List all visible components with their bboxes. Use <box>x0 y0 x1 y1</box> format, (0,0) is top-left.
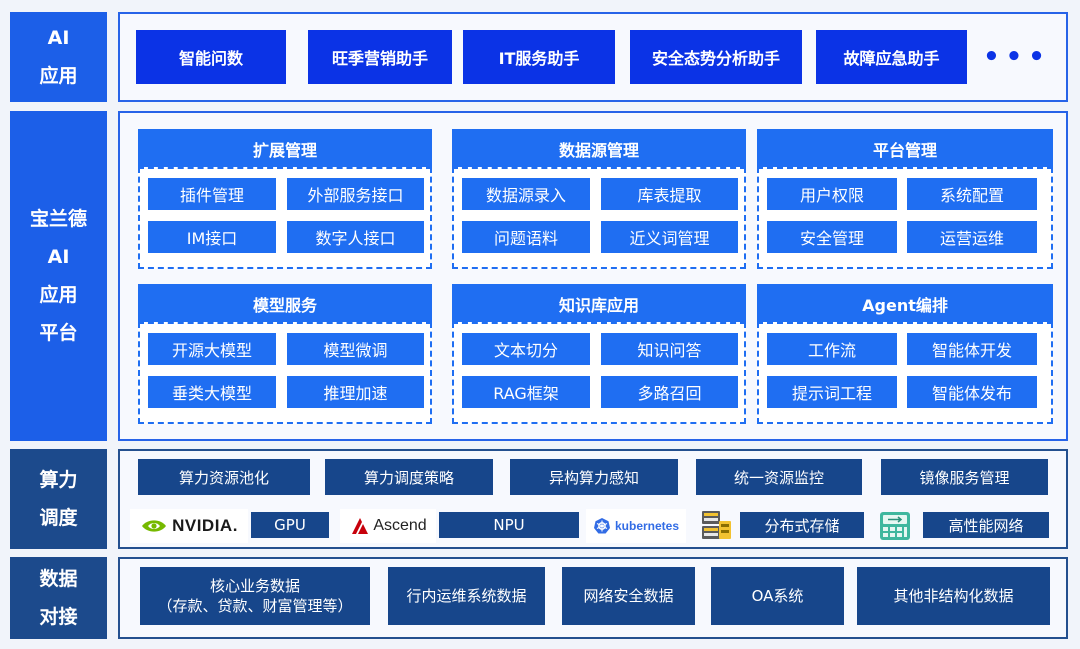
group-body: 用户权限 系统配置 安全管理 运营运维 <box>757 167 1053 269</box>
core-business-data[interactable]: 核心业务数据 （存款、贷款、财富管理等） <box>140 567 370 625</box>
group-item[interactable]: 数据源录入 <box>462 178 590 210</box>
group-platform-mgmt: 平台管理 用户权限 系统配置 安全管理 运营运维 <box>757 129 1053 269</box>
group-item[interactable]: 数字人接口 <box>287 221 424 253</box>
group-item[interactable]: 问题语料 <box>462 221 590 253</box>
group-knowledge: 知识库应用 文本切分 知识问答 RAG框架 多路召回 <box>452 284 746 424</box>
group-model: 模型服务 开源大模型 模型微调 垂类大模型 推理加速 <box>138 284 432 424</box>
group-item[interactable]: IM接口 <box>148 221 276 253</box>
group-item[interactable]: 近义词管理 <box>601 221 738 253</box>
group-item[interactable]: 知识问答 <box>601 333 738 365</box>
group-item[interactable]: 多路召回 <box>601 376 738 408</box>
compute-btn[interactable]: 镜像服务管理 <box>881 459 1048 495</box>
group-item[interactable]: 运营运维 <box>907 221 1037 253</box>
nvidia-eye-icon <box>142 520 167 532</box>
npu-badge[interactable]: NPU <box>439 512 579 538</box>
network-switch-icon <box>877 508 913 544</box>
network-badge[interactable]: 高性能网络 <box>923 512 1049 538</box>
data-source-btn[interactable]: 其他非结构化数据 <box>857 567 1050 625</box>
group-body: 文本切分 知识问答 RAG框架 多路召回 <box>452 322 746 424</box>
platform-label-line2: AI <box>47 246 70 268</box>
ai-app-label-line2: 应用 <box>39 65 78 87</box>
ai-app-panel: 智能问数 旺季营销助手 IT服务助手 安全态势分析助手 故障应急助手 ••• <box>118 12 1068 102</box>
platform-label: 宝兰德 AI 应用 平台 <box>10 111 107 441</box>
data-source-btn[interactable]: 网络安全数据 <box>562 567 695 625</box>
compute-btn[interactable]: 算力资源池化 <box>138 459 310 495</box>
group-item[interactable]: 开源大模型 <box>148 333 276 365</box>
data-label-line1: 数据 <box>39 568 78 590</box>
group-item[interactable]: 系统配置 <box>907 178 1037 210</box>
platform-panel: 扩展管理 插件管理 外部服务接口 IM接口 数字人接口 数据源管理 数据源录入 … <box>118 111 1068 441</box>
group-title: 平台管理 <box>757 129 1053 169</box>
core-data-line2: （存款、贷款、财富管理等） <box>157 597 353 615</box>
ascend-logo: Ascend <box>340 509 436 543</box>
nvidia-logo: NVIDIA. <box>130 509 248 543</box>
compute-label-line2: 调度 <box>39 507 78 529</box>
group-item[interactable]: 外部服务接口 <box>287 178 424 210</box>
group-item[interactable]: 工作流 <box>767 333 897 365</box>
group-item[interactable]: 智能体发布 <box>907 376 1037 408</box>
data-source-btn[interactable]: OA系统 <box>711 567 844 625</box>
core-data-line1: 核心业务数据 <box>209 577 300 595</box>
platform-label-line1: 宝兰德 <box>29 208 87 230</box>
group-item[interactable]: 垂类大模型 <box>148 376 276 408</box>
platform-label-line4: 平台 <box>39 322 78 344</box>
group-item[interactable]: 模型微调 <box>287 333 424 365</box>
ai-app-label-line1: AI <box>47 27 70 49</box>
group-item[interactable]: 推理加速 <box>287 376 424 408</box>
group-body: 插件管理 外部服务接口 IM接口 数字人接口 <box>138 167 432 269</box>
group-item[interactable]: RAG框架 <box>462 376 590 408</box>
compute-btn[interactable]: 算力调度策略 <box>325 459 493 495</box>
compute-btn[interactable]: 异构算力感知 <box>510 459 678 495</box>
group-extension: 扩展管理 插件管理 外部服务接口 IM接口 数字人接口 <box>138 129 432 269</box>
data-panel: 核心业务数据 （存款、贷款、财富管理等） 行内运维系统数据 网络安全数据 OA系… <box>118 557 1068 639</box>
compute-btn[interactable]: 统一资源监控 <box>696 459 862 495</box>
group-title: 模型服务 <box>138 284 432 324</box>
group-agent: Agent编排 工作流 智能体开发 提示词工程 智能体发布 <box>757 284 1053 424</box>
ascend-logo-text: Ascend <box>373 517 427 534</box>
group-body: 开源大模型 模型微调 垂类大模型 推理加速 <box>138 322 432 424</box>
group-item[interactable]: 用户权限 <box>767 178 897 210</box>
group-datasource: 数据源管理 数据源录入 库表提取 问题语料 近义词管理 <box>452 129 746 269</box>
app-btn-3[interactable]: IT服务助手 <box>463 30 615 84</box>
group-body: 数据源录入 库表提取 问题语料 近义词管理 <box>452 167 746 269</box>
app-btn-1[interactable]: 智能问数 <box>136 30 286 84</box>
group-title: 扩展管理 <box>138 129 432 169</box>
group-item[interactable]: 提示词工程 <box>767 376 897 408</box>
group-item[interactable]: 智能体开发 <box>907 333 1037 365</box>
group-title: Agent编排 <box>757 284 1053 324</box>
app-btn-5[interactable]: 故障应急助手 <box>816 30 967 84</box>
more-dots-icon[interactable]: ••• <box>983 42 1051 72</box>
kubernetes-wheel-icon <box>593 518 610 534</box>
nvidia-logo-text: NVIDIA. <box>172 516 238 535</box>
compute-label: 算力 调度 <box>10 449 107 549</box>
data-label: 数据 对接 <box>10 557 107 639</box>
gpu-badge[interactable]: GPU <box>251 512 329 538</box>
compute-panel: 算力资源池化 算力调度策略 异构算力感知 统一资源监控 镜像服务管理 NVIDI… <box>118 449 1068 549</box>
storage-badge[interactable]: 分布式存储 <box>740 512 864 538</box>
group-item[interactable]: 插件管理 <box>148 178 276 210</box>
kubernetes-logo-text: kubernetes <box>614 519 680 533</box>
group-body: 工作流 智能体开发 提示词工程 智能体发布 <box>757 322 1053 424</box>
ai-app-label: AI 应用 <box>10 12 107 102</box>
group-item[interactable]: 库表提取 <box>601 178 738 210</box>
storage-icon <box>698 508 734 544</box>
data-label-line2: 对接 <box>39 606 78 628</box>
compute-label-line1: 算力 <box>39 469 78 491</box>
kubernetes-logo: kubernetes <box>586 509 686 543</box>
ascend-mark-icon <box>352 518 369 534</box>
group-item[interactable]: 文本切分 <box>462 333 590 365</box>
group-item[interactable]: 安全管理 <box>767 221 897 253</box>
app-btn-4[interactable]: 安全态势分析助手 <box>630 30 802 84</box>
data-source-btn[interactable]: 行内运维系统数据 <box>388 567 545 625</box>
group-title: 数据源管理 <box>452 129 746 169</box>
app-btn-2[interactable]: 旺季营销助手 <box>308 30 452 84</box>
group-title: 知识库应用 <box>452 284 746 324</box>
platform-label-line3: 应用 <box>39 284 78 306</box>
